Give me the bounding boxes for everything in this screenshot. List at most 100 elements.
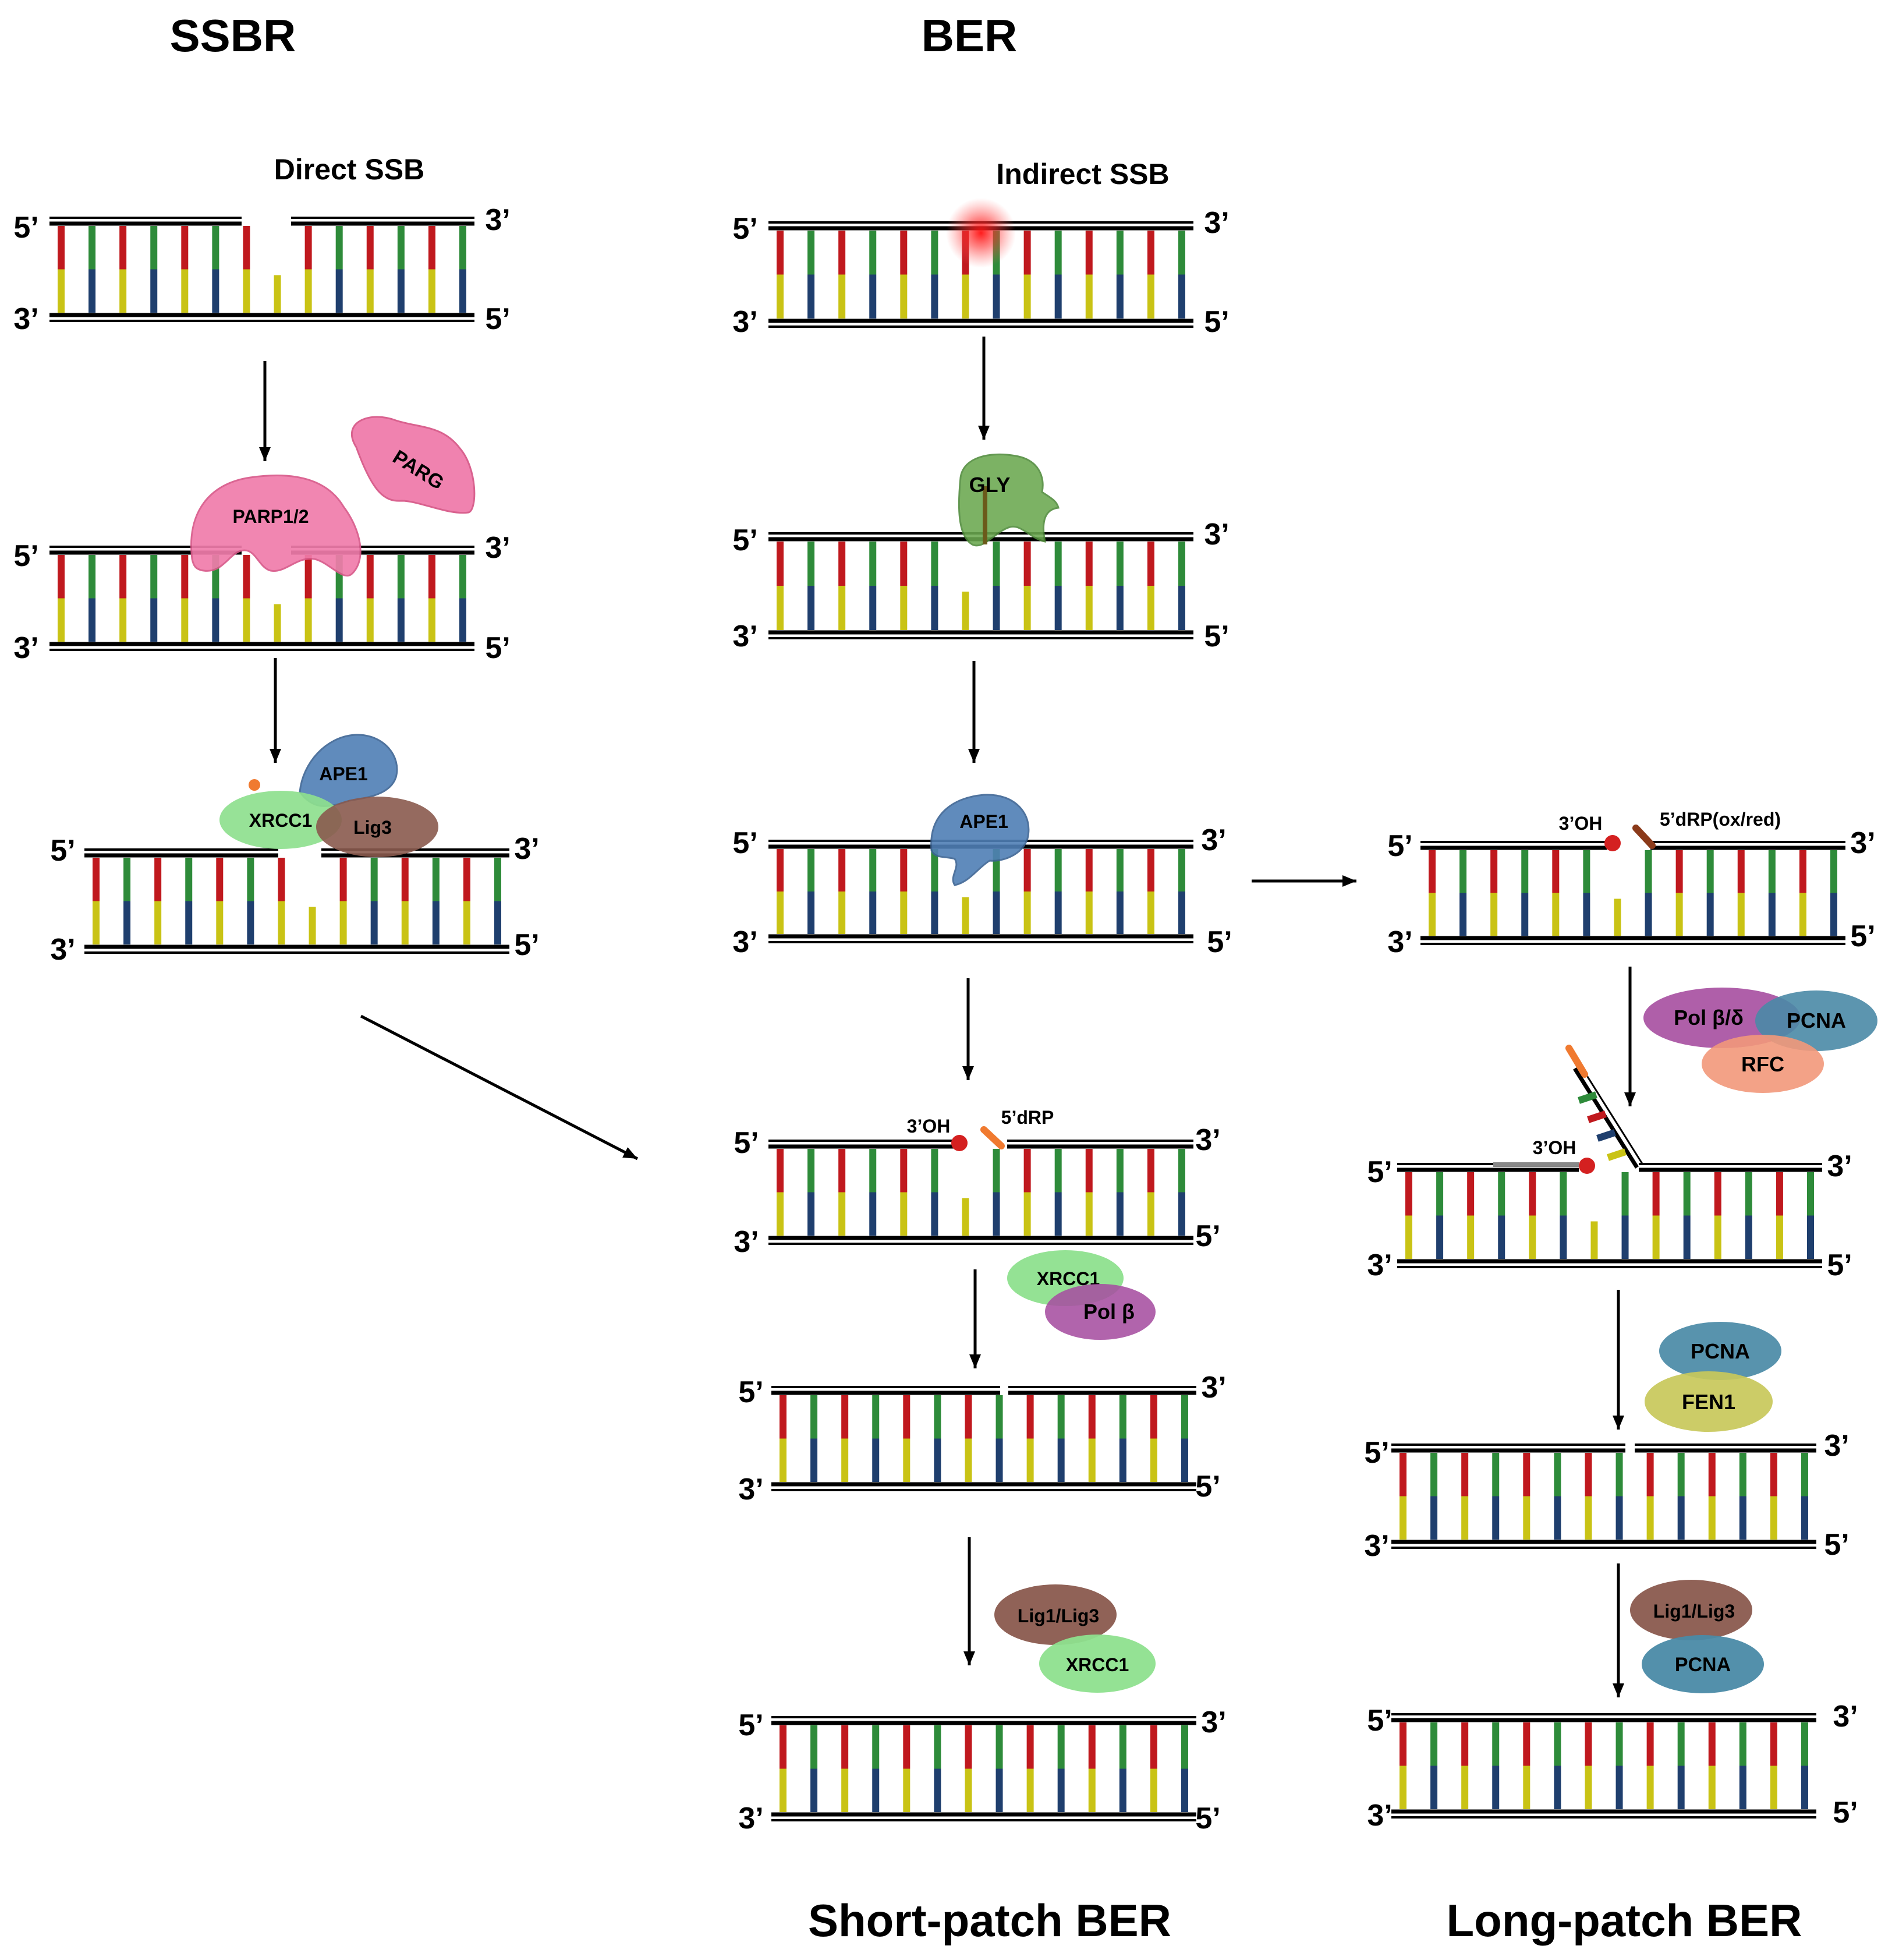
base-bottom xyxy=(1737,893,1745,936)
five-prime-label: 5’ xyxy=(1367,1704,1392,1738)
base-top xyxy=(1085,542,1093,586)
lp-fen1-complex: PCNA FEN1 xyxy=(1645,1322,1781,1432)
lp-5drp-marker xyxy=(1632,825,1656,849)
parp-protein: PARP1/2 xyxy=(190,475,362,577)
base-top xyxy=(1057,1725,1065,1769)
base-bottom xyxy=(185,901,193,944)
base-bottom xyxy=(1178,891,1185,934)
base-top xyxy=(903,1395,910,1439)
flap-base-yellow xyxy=(1607,1148,1627,1161)
base-bottom xyxy=(1119,1768,1126,1812)
base-top xyxy=(428,555,435,599)
base-top xyxy=(1147,1149,1154,1193)
base-top xyxy=(1768,850,1776,893)
base-top xyxy=(58,555,65,599)
base-bottom xyxy=(810,1438,818,1482)
lp-3oh-label: 3’OH xyxy=(1559,813,1603,834)
process-arrow xyxy=(1613,1290,1624,1430)
base-top xyxy=(1023,542,1031,586)
base-top xyxy=(1467,1172,1475,1216)
base-top xyxy=(931,1149,938,1193)
process-arrow xyxy=(968,661,980,763)
five-prime-label: 5’ xyxy=(13,211,38,245)
base-top xyxy=(1498,1172,1505,1216)
base-bottom xyxy=(1739,1496,1746,1540)
base-bottom xyxy=(1554,1766,1561,1809)
five-prime-label: 5’ xyxy=(1824,1528,1849,1562)
base-bottom xyxy=(1529,1215,1536,1259)
five-prime-label: 5’ xyxy=(485,631,510,665)
base-top xyxy=(1830,850,1837,893)
lp-ligase-complex: Lig1/Lig3 PCNA xyxy=(1630,1580,1764,1693)
base-top xyxy=(1461,1453,1469,1496)
base-bottom xyxy=(1429,893,1436,936)
base-top xyxy=(1677,1722,1685,1766)
arrow-head xyxy=(1342,875,1356,887)
dna-helix-layer xyxy=(49,217,1845,1821)
base-bottom xyxy=(869,274,877,319)
base-bottom xyxy=(216,901,224,944)
lig1-lig3-shape xyxy=(1630,1580,1752,1640)
three-prime-label: 3’ xyxy=(1204,518,1229,551)
three-prime-label: 3’ xyxy=(514,832,539,866)
base-bottom xyxy=(807,1192,815,1236)
three-prime-label: 3’ xyxy=(734,1225,759,1259)
sp-3oh-dot xyxy=(951,1135,968,1151)
base-top xyxy=(1708,1722,1716,1766)
base-top xyxy=(1585,1722,1592,1766)
base-top xyxy=(123,858,131,901)
flap-base-blue xyxy=(1596,1129,1616,1142)
base-bottom xyxy=(58,269,65,313)
base-bottom xyxy=(428,598,435,642)
base-top xyxy=(1552,850,1560,893)
base-top xyxy=(1085,1149,1093,1193)
base-bottom xyxy=(1459,893,1467,936)
base-bottom xyxy=(1677,1496,1685,1540)
base-bottom xyxy=(1085,1192,1093,1236)
base-bottom xyxy=(1583,893,1590,936)
base-top xyxy=(88,226,96,270)
sp-3oh-label: 3’OH xyxy=(907,1116,951,1137)
base-bottom xyxy=(1430,1496,1438,1540)
base-top xyxy=(1054,1149,1062,1193)
base-top xyxy=(900,849,908,891)
flap-strand xyxy=(1573,1067,1639,1169)
flap-strand-2 xyxy=(1579,1065,1644,1165)
base-bottom xyxy=(366,598,374,642)
base-bottom xyxy=(993,1192,1000,1236)
base-bottom xyxy=(1026,1438,1034,1482)
lp-polymerase-complex: Pol β/δ PCNA RFC xyxy=(1643,988,1877,1093)
base-bottom xyxy=(807,891,815,934)
base-top xyxy=(1554,1722,1561,1766)
base-bottom xyxy=(1054,586,1062,630)
base-bottom xyxy=(1615,1766,1623,1809)
base-top xyxy=(401,858,409,901)
base-bottom xyxy=(931,274,938,319)
pcna-shape xyxy=(1659,1322,1781,1380)
base-top xyxy=(1492,1722,1500,1766)
base-bottom xyxy=(931,1192,938,1236)
dna-helix-ssbr-1 xyxy=(49,217,474,322)
lp-3oh-label-2: 3’OH xyxy=(1533,1137,1576,1158)
base-bottom xyxy=(119,269,127,313)
base-bottom xyxy=(1178,1192,1185,1236)
sp-xrcc1-polb-complex: XRCC1 Pol β xyxy=(1007,1250,1156,1340)
base-top xyxy=(838,1149,846,1193)
base-bottom xyxy=(339,901,347,944)
xrcc1-shape xyxy=(219,791,342,849)
base-top xyxy=(154,858,162,901)
sp-ligase-complex: Lig1/Lig3 XRCC1 xyxy=(994,1584,1156,1693)
base-bottom xyxy=(903,1438,910,1482)
five-prime-label: 5’ xyxy=(1827,1248,1852,1282)
base-top xyxy=(872,1725,880,1769)
arrow-layer xyxy=(259,337,1636,1697)
base-bottom xyxy=(934,1438,941,1482)
lp-3oh-dot xyxy=(1604,835,1621,851)
rfc-label: RFC xyxy=(1741,1052,1784,1076)
base-top xyxy=(931,542,938,586)
base-bottom xyxy=(931,891,938,934)
base-top xyxy=(869,542,877,586)
base-bottom xyxy=(1181,1768,1188,1812)
base-top xyxy=(807,849,815,891)
base-bottom xyxy=(88,598,96,642)
